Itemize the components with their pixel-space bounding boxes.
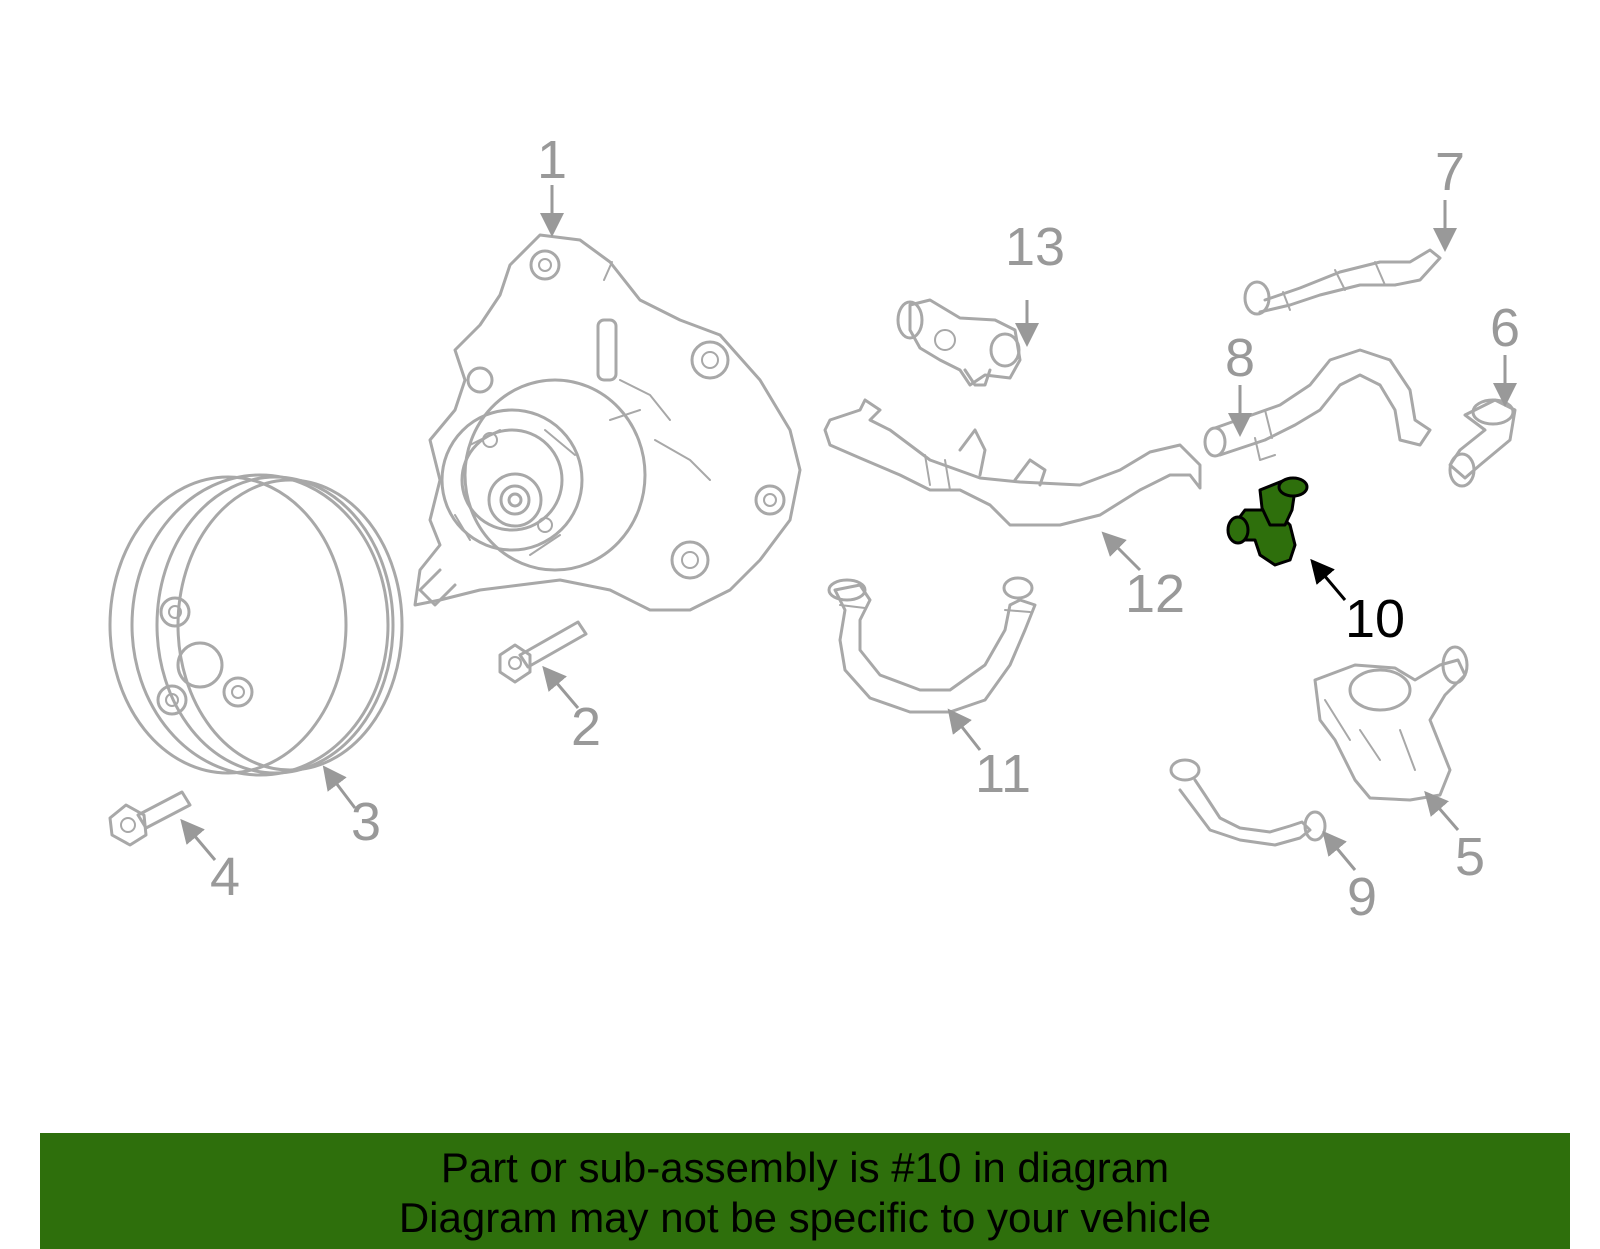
callout-11: 11	[975, 744, 1031, 804]
leader-3	[322, 765, 357, 809]
coolant-hose-6	[1448, 398, 1517, 488]
pump-bolt	[498, 620, 588, 684]
callout-numbers: 1 2 3 4 5 6 7 8 9 10 11 12 13	[210, 130, 1520, 927]
banner-line-2: Diagram may not be specific to your vehi…	[398, 1194, 1212, 1241]
banner-line-1: Part or sub-assembly is #10 in diagram	[440, 1144, 1170, 1191]
info-banner: Part or sub-assembly is #10 in diagram D…	[40, 1133, 1570, 1249]
callout-6: 6	[1490, 298, 1520, 358]
leader-4	[180, 818, 217, 861]
callout-3: 3	[351, 792, 381, 852]
leader-10	[1310, 558, 1347, 601]
coolant-fitting-13	[896, 298, 1022, 387]
leader-lines	[180, 185, 1517, 871]
callout-7: 7	[1435, 142, 1465, 202]
callout-13: 13	[1005, 217, 1065, 277]
pulley-bolt	[108, 790, 192, 847]
callout-5: 5	[1455, 827, 1485, 887]
leader-2	[542, 665, 580, 709]
highlighted-hose-10	[1226, 476, 1309, 567]
coolant-pipe-12	[823, 398, 1202, 527]
callout-4: 4	[210, 847, 240, 907]
leader-9	[1322, 830, 1357, 871]
callout-9: 9	[1347, 867, 1377, 927]
pulley	[108, 473, 404, 777]
callout-10: 10	[1345, 589, 1405, 649]
coolant-tube-9	[1169, 758, 1327, 847]
callout-2: 2	[571, 697, 601, 757]
coolant-hose-7	[1243, 248, 1442, 316]
leader-5	[1424, 790, 1460, 831]
callout-1: 1	[537, 130, 567, 190]
coolant-hose-11	[827, 576, 1037, 714]
callout-8: 8	[1225, 328, 1255, 388]
thermostat-housing	[1313, 645, 1469, 802]
leader-12	[1101, 531, 1142, 572]
callout-12: 12	[1125, 564, 1185, 624]
leader-11	[947, 708, 982, 751]
coolant-pipe-8	[1203, 348, 1432, 461]
water-pump-housing	[413, 233, 802, 612]
